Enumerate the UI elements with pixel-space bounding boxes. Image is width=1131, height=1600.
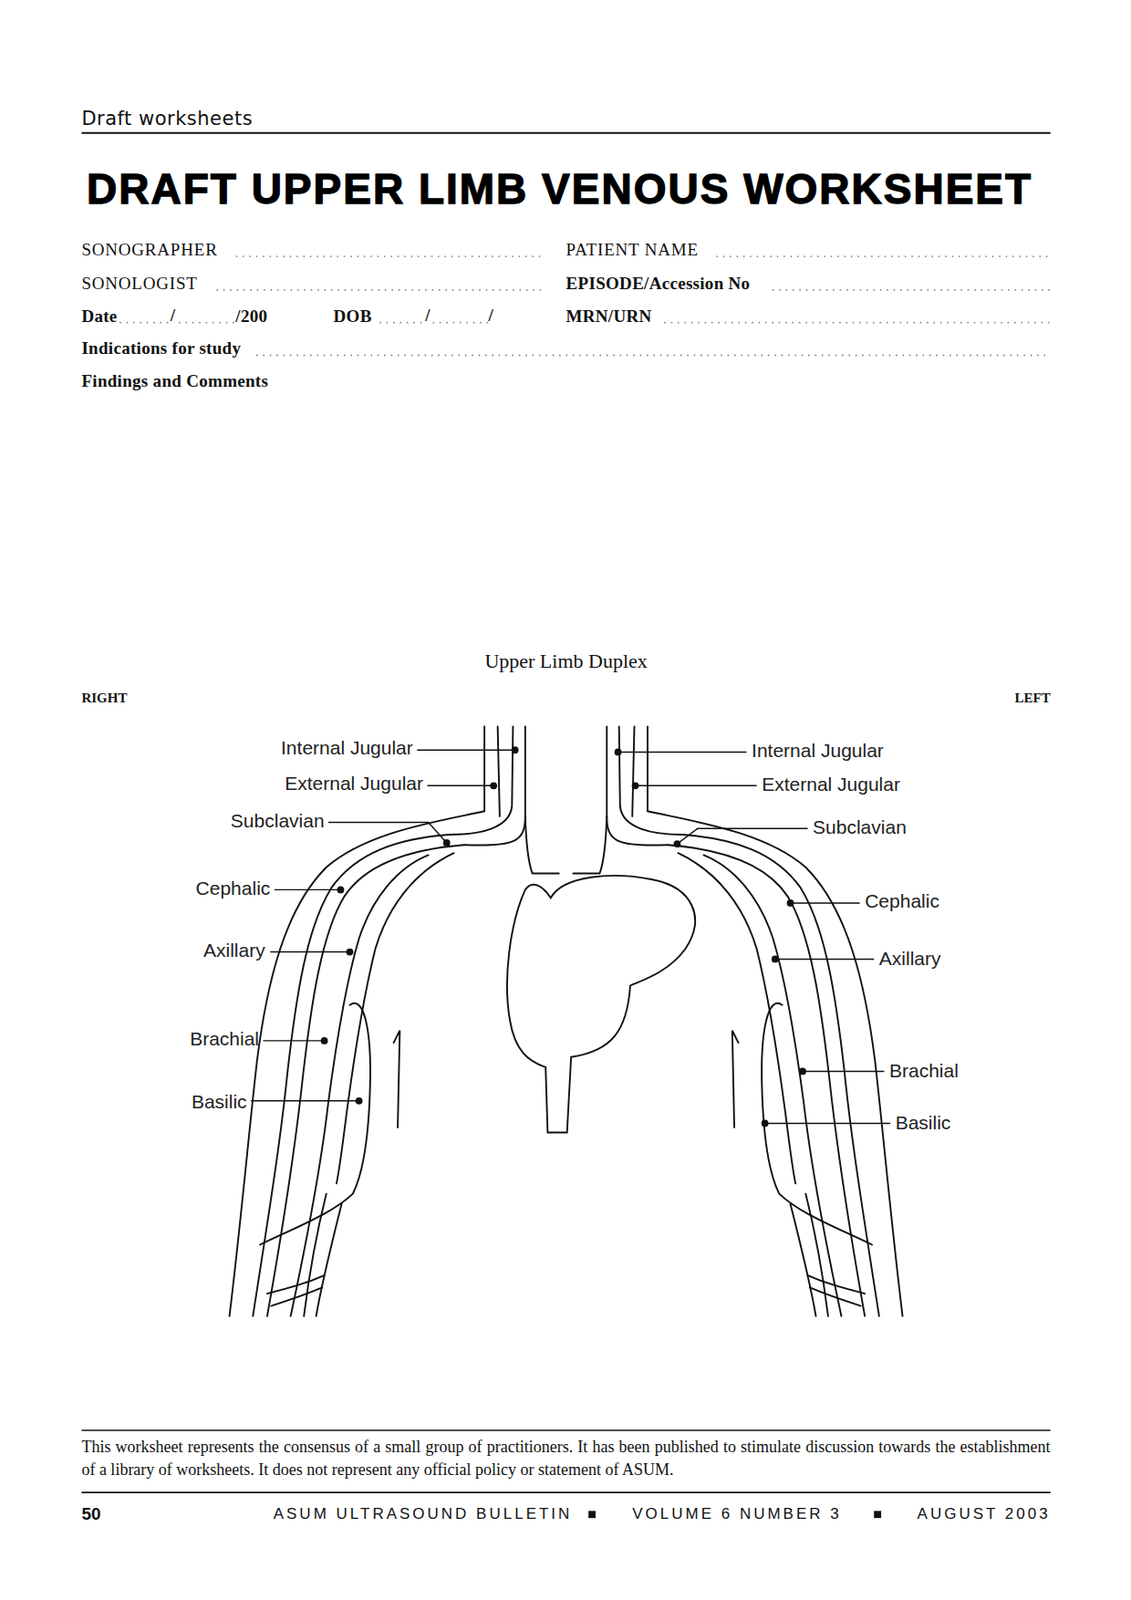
leader-dot bbox=[443, 839, 451, 847]
vein-label: Internal Jugular bbox=[751, 739, 884, 762]
leader-dot bbox=[337, 885, 345, 893]
footer-text: ASUM ULTRASOUND BULLETIN bbox=[273, 1505, 573, 1525]
leader-line bbox=[618, 751, 892, 1123]
fill-in-dots bbox=[120, 256, 1051, 355]
section-header: Draft worksheets bbox=[81, 107, 253, 130]
leader-dot bbox=[761, 1120, 769, 1128]
footer-text: VOLUME 6 NUMBER 3 bbox=[632, 1505, 842, 1525]
side-label: RIGHT bbox=[81, 690, 127, 706]
footer-text: AUGUST 2003 bbox=[917, 1505, 1051, 1525]
footer-rule bbox=[81, 1429, 1050, 1431]
leader-dots bbox=[321, 746, 807, 1127]
leader-dot bbox=[614, 748, 623, 757]
page-number: 50 bbox=[81, 1504, 101, 1525]
field-label: SONOGRAPHER bbox=[81, 239, 218, 260]
field-label: Indications for study bbox=[81, 338, 241, 359]
date-separator: /200 bbox=[235, 306, 268, 327]
leader-dot bbox=[674, 840, 682, 848]
side-label: LEFT bbox=[1015, 690, 1051, 706]
field-label: Date bbox=[81, 306, 117, 327]
footer-rule bbox=[81, 1491, 1050, 1494]
disclaimer-note: This worksheet represents the consensus … bbox=[81, 1435, 1050, 1481]
vein-label: Subclavian bbox=[812, 816, 907, 839]
field-label: EPISODE/Accession No bbox=[566, 273, 751, 294]
field-label: SONOLOGIST bbox=[81, 273, 198, 294]
field-label: DOB bbox=[333, 306, 373, 327]
leader-dot bbox=[798, 1068, 807, 1076]
field-label: Findings and Comments bbox=[81, 371, 269, 392]
heart-outline bbox=[507, 875, 696, 1133]
vein-label: External Jugular bbox=[761, 773, 901, 796]
diagram-heading: Upper Limb Duplex bbox=[484, 649, 647, 673]
vein-label: Subclavian bbox=[230, 809, 325, 832]
leader-dot bbox=[489, 781, 498, 789]
vein-label: Cephalic bbox=[196, 877, 271, 900]
separator-square bbox=[873, 1510, 882, 1518]
leader-dot bbox=[771, 955, 779, 964]
leader-lines bbox=[250, 749, 891, 1123]
vein-label: Brachial bbox=[189, 1027, 260, 1050]
dotted-line bbox=[120, 256, 1051, 355]
leader-dot bbox=[346, 948, 354, 956]
worksheet-title: DRAFT UPPER LIMB VENOUS WORKSHEET bbox=[86, 164, 1033, 213]
header-rule bbox=[81, 132, 1050, 135]
field-label: PATIENT NAME bbox=[566, 239, 699, 260]
vein-label: Brachial bbox=[889, 1059, 959, 1082]
leader-dot bbox=[511, 746, 519, 754]
field-label: MRN/URN bbox=[566, 306, 653, 327]
leader-dot bbox=[787, 899, 795, 907]
date-separator: / bbox=[488, 305, 495, 326]
date-separator: / bbox=[170, 305, 177, 326]
leader-line bbox=[250, 749, 516, 1101]
vein-label: Cephalic bbox=[864, 890, 940, 913]
vein-label: Axillary bbox=[203, 939, 266, 962]
vein-label: Basilic bbox=[191, 1090, 248, 1113]
separator-square bbox=[588, 1510, 596, 1518]
leader-dot bbox=[321, 1037, 329, 1045]
leader-dot bbox=[632, 781, 640, 789]
vein-label: Axillary bbox=[879, 947, 942, 970]
vein-label: Basilic bbox=[895, 1111, 952, 1134]
vein-label: External Jugular bbox=[284, 772, 424, 795]
leader-dot bbox=[355, 1097, 364, 1105]
vein-label: Internal Jugular bbox=[280, 736, 414, 759]
date-separator: / bbox=[425, 305, 431, 326]
